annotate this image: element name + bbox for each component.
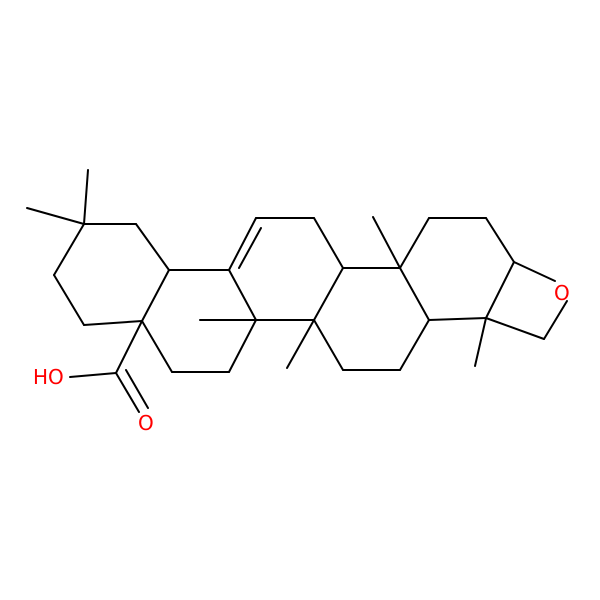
bond [141, 269, 170, 322]
bond [286, 319, 315, 369]
bond [399, 217, 430, 269]
bonds [26, 169, 568, 413]
bond [513, 261, 556, 282]
bond [69, 372, 117, 378]
ring-oxygen-label: O [554, 281, 570, 305]
bond [83, 169, 89, 225]
bond [141, 320, 173, 373]
atom-labels: HO O O [33, 281, 570, 435]
bond [53, 223, 85, 276]
bond [474, 317, 487, 367]
bond [228, 217, 257, 271]
bond [125, 369, 149, 409]
bond [313, 217, 344, 269]
bond [83, 320, 143, 326]
bond [26, 207, 85, 225]
bond [399, 319, 430, 371]
bond [135, 223, 170, 271]
bond [313, 319, 344, 371]
bond [238, 227, 262, 269]
bond [485, 217, 515, 263]
bond [115, 372, 140, 413]
bond [313, 267, 344, 321]
bond [228, 319, 257, 373]
carbonyl-oxygen-label: O [138, 411, 154, 435]
hydroxyl-label: HO [33, 365, 64, 389]
bond [53, 274, 85, 326]
bond [543, 300, 568, 340]
bond [428, 317, 487, 321]
bond [399, 267, 430, 321]
bond [485, 317, 545, 340]
bond [115, 320, 143, 374]
bond [485, 261, 515, 319]
bond [372, 216, 401, 269]
bond [228, 269, 257, 321]
